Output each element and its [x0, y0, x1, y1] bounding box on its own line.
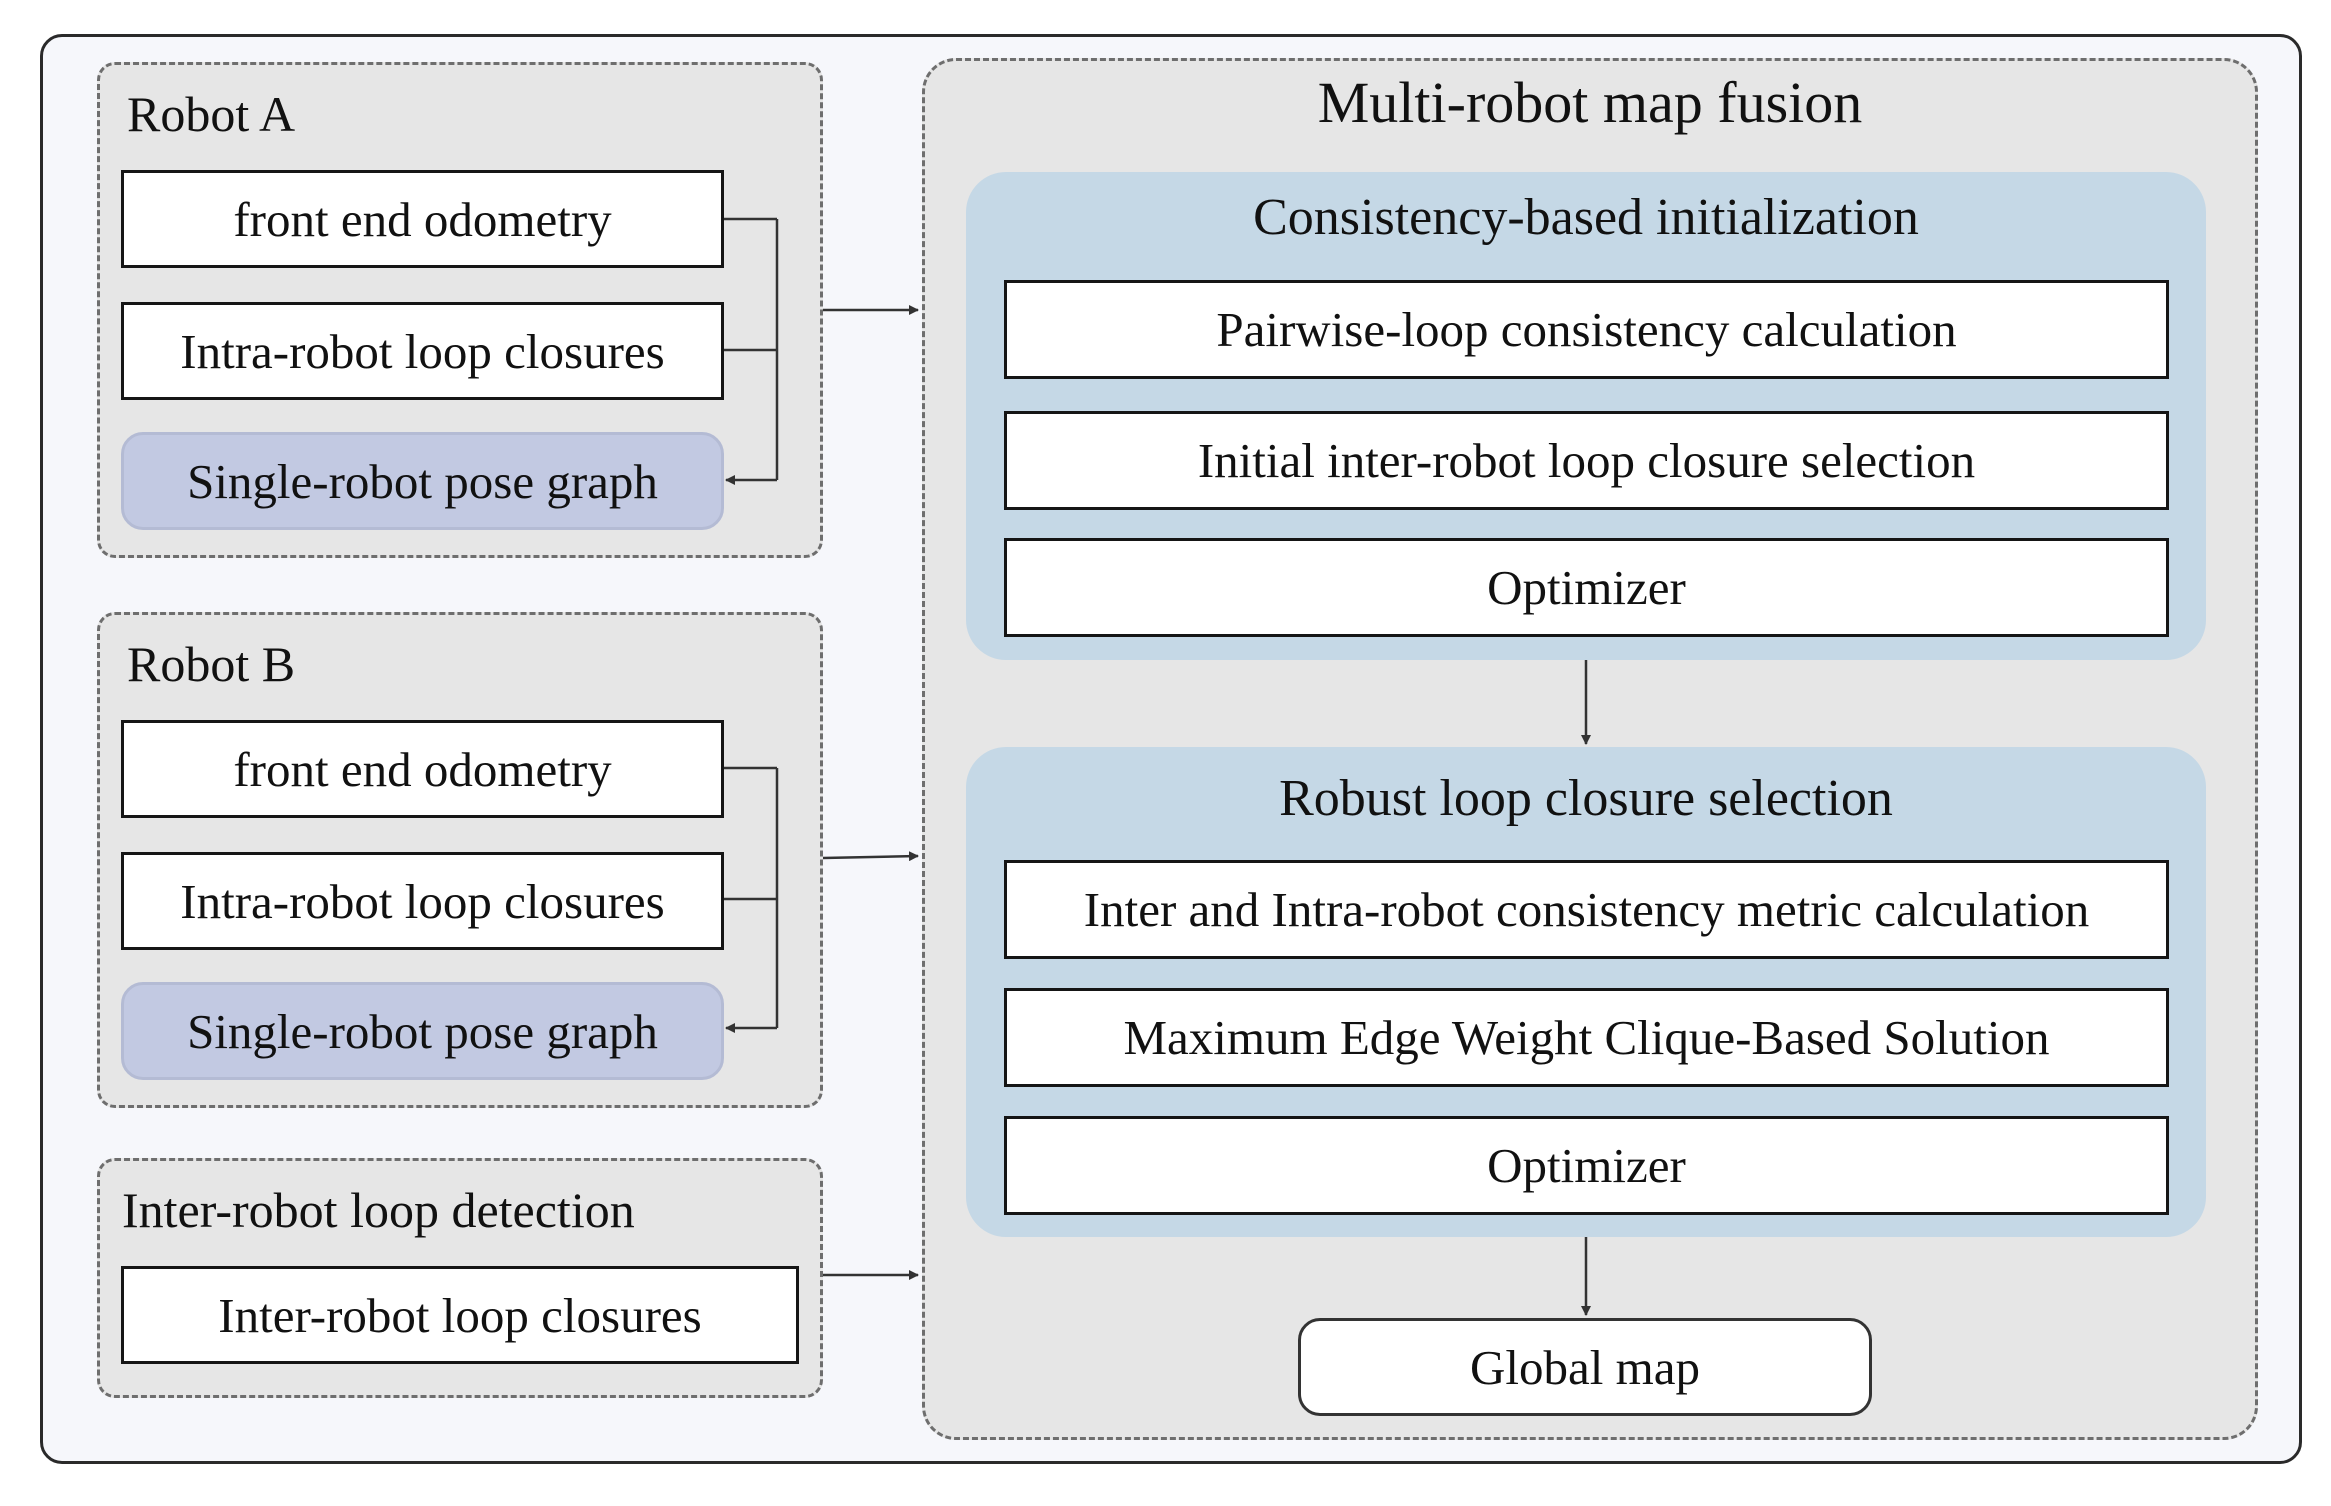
robust-panel-title: Robust loop closure selection [1279, 770, 1893, 827]
global-map-box: Global map [1298, 1318, 1872, 1416]
robust-optimizer-box: Optimizer [1004, 1116, 2169, 1215]
robot-b-title: Robot B [127, 636, 296, 692]
pairwise-consistency-box: Pairwise-loop consistency calculation [1004, 280, 2169, 379]
robot-a-odometry-box: front end odometry [121, 170, 724, 268]
robot-b-pose-graph-box: Single-robot pose graph [121, 982, 724, 1080]
init-panel-title: Consistency-based initialization [1253, 189, 1919, 246]
robot-b-intra-loops-box: Intra-robot loop closures [121, 852, 724, 950]
inter-detection-title: Inter-robot loop detection [122, 1182, 635, 1238]
robot-a-title: Robot A [127, 86, 296, 142]
init-optimizer-box: Optimizer [1004, 538, 2169, 637]
clique-solution-box: Maximum Edge Weight Clique-Based Solutio… [1004, 988, 2169, 1087]
inter-closures-box: Inter-robot loop closures [121, 1266, 799, 1364]
robot-a-pose-graph-box: Single-robot pose graph [121, 432, 724, 530]
robot-a-intra-loops-box: Intra-robot loop closures [121, 302, 724, 400]
robot-b-odometry-box: front end odometry [121, 720, 724, 818]
consistency-metric-box: Inter and Intra-robot consistency metric… [1004, 860, 2169, 959]
initial-selection-box: Initial inter-robot loop closure selecti… [1004, 411, 2169, 510]
fusion-title: Multi-robot map fusion [1317, 70, 1863, 135]
